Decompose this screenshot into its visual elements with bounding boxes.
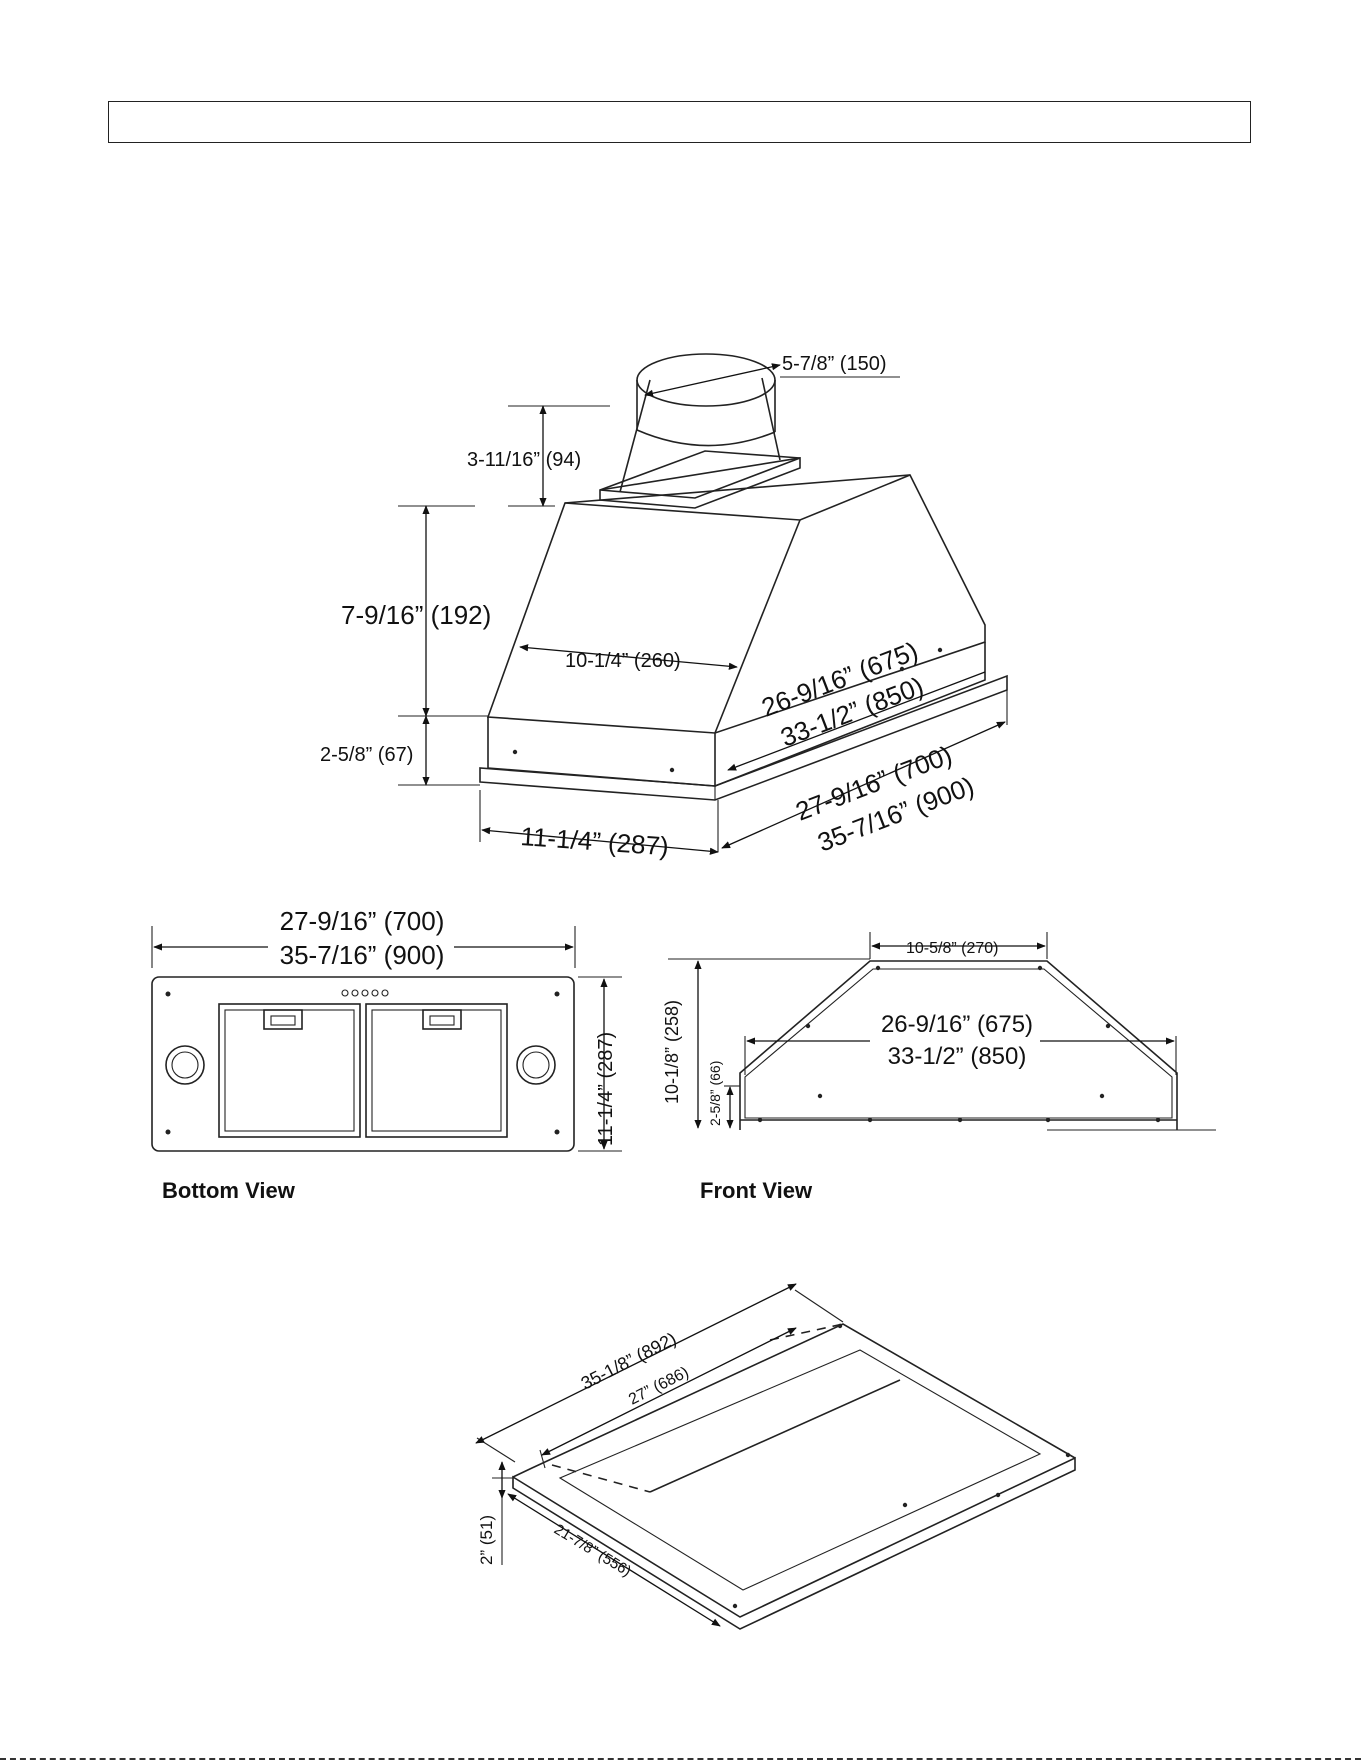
dim-liner-height: 2” (51) [477,1515,496,1565]
bottom-panel [151,976,575,1152]
dim-bottom-width-b: 35-7/16” (900) [280,940,445,970]
dim-front-base-height: 2-5/8” (66) [707,1061,723,1126]
dim-liner-depth: 21-7/8” (556) [551,1521,634,1580]
light-right [516,1045,556,1085]
liner-top [512,1323,1076,1478]
dim-collar-height: 3-11/16” (94) [467,449,581,471]
bottom-view: 27-9/16” (700) 35-7/16” (900) [151,906,622,1152]
page-bottom-rule [0,1757,1361,1760]
dim-front-width-a: 26-9/16” (675) [881,1011,1033,1038]
dim-liner-inner-width: 27” (686) [626,1364,692,1409]
bottom-view-label: Bottom View [162,1178,296,1203]
light-left [165,1045,205,1085]
dim-base-depth: 11-1/4” (287) [520,821,670,861]
header-box [108,101,1251,143]
dim-body-height: 7-9/16” (192) [341,600,491,630]
control-buttons [341,989,389,997]
filter-left-handle [263,1009,303,1030]
dim-front-total-height: 10-1/8” (258) [662,1000,682,1104]
front-view: 10-5/8” (270) 26-9/16” (675) 33-1/2” (85… [662,932,1216,1131]
dim-bottom-width-a: 27-9/16” (700) [280,906,445,936]
iso-base-flange [479,674,1008,801]
dim-front-width-b: 33-1/2” (850) [888,1043,1027,1070]
dim-bottom-depth: 11-1/4” (287) [595,1032,617,1146]
front-view-label: Front View [700,1178,813,1203]
isometric-view: 5-7/8” (150) 3-11/16” (94) 7-9/16” (192)… [320,353,1008,861]
iso-lower-box [487,717,716,787]
liner-view: 35-1/8” (892) 27” (686) 2” (51) 21-7/8” … [475,1283,1076,1630]
iso-collar-plate [599,457,801,509]
iso-outlet-ring [636,353,776,407]
filter-right [365,1003,508,1138]
dim-top-depth: 10-1/4” (260) [565,650,681,672]
dim-outlet-diameter: 5-7/8” (150) [782,353,887,375]
dim-front-top-width: 10-5/8” (270) [906,940,999,957]
front-outline [739,960,1178,1130]
filter-left [218,1003,361,1138]
filter-right-handle [422,1009,462,1030]
dim-base-height: 2-5/8” (67) [320,744,413,766]
